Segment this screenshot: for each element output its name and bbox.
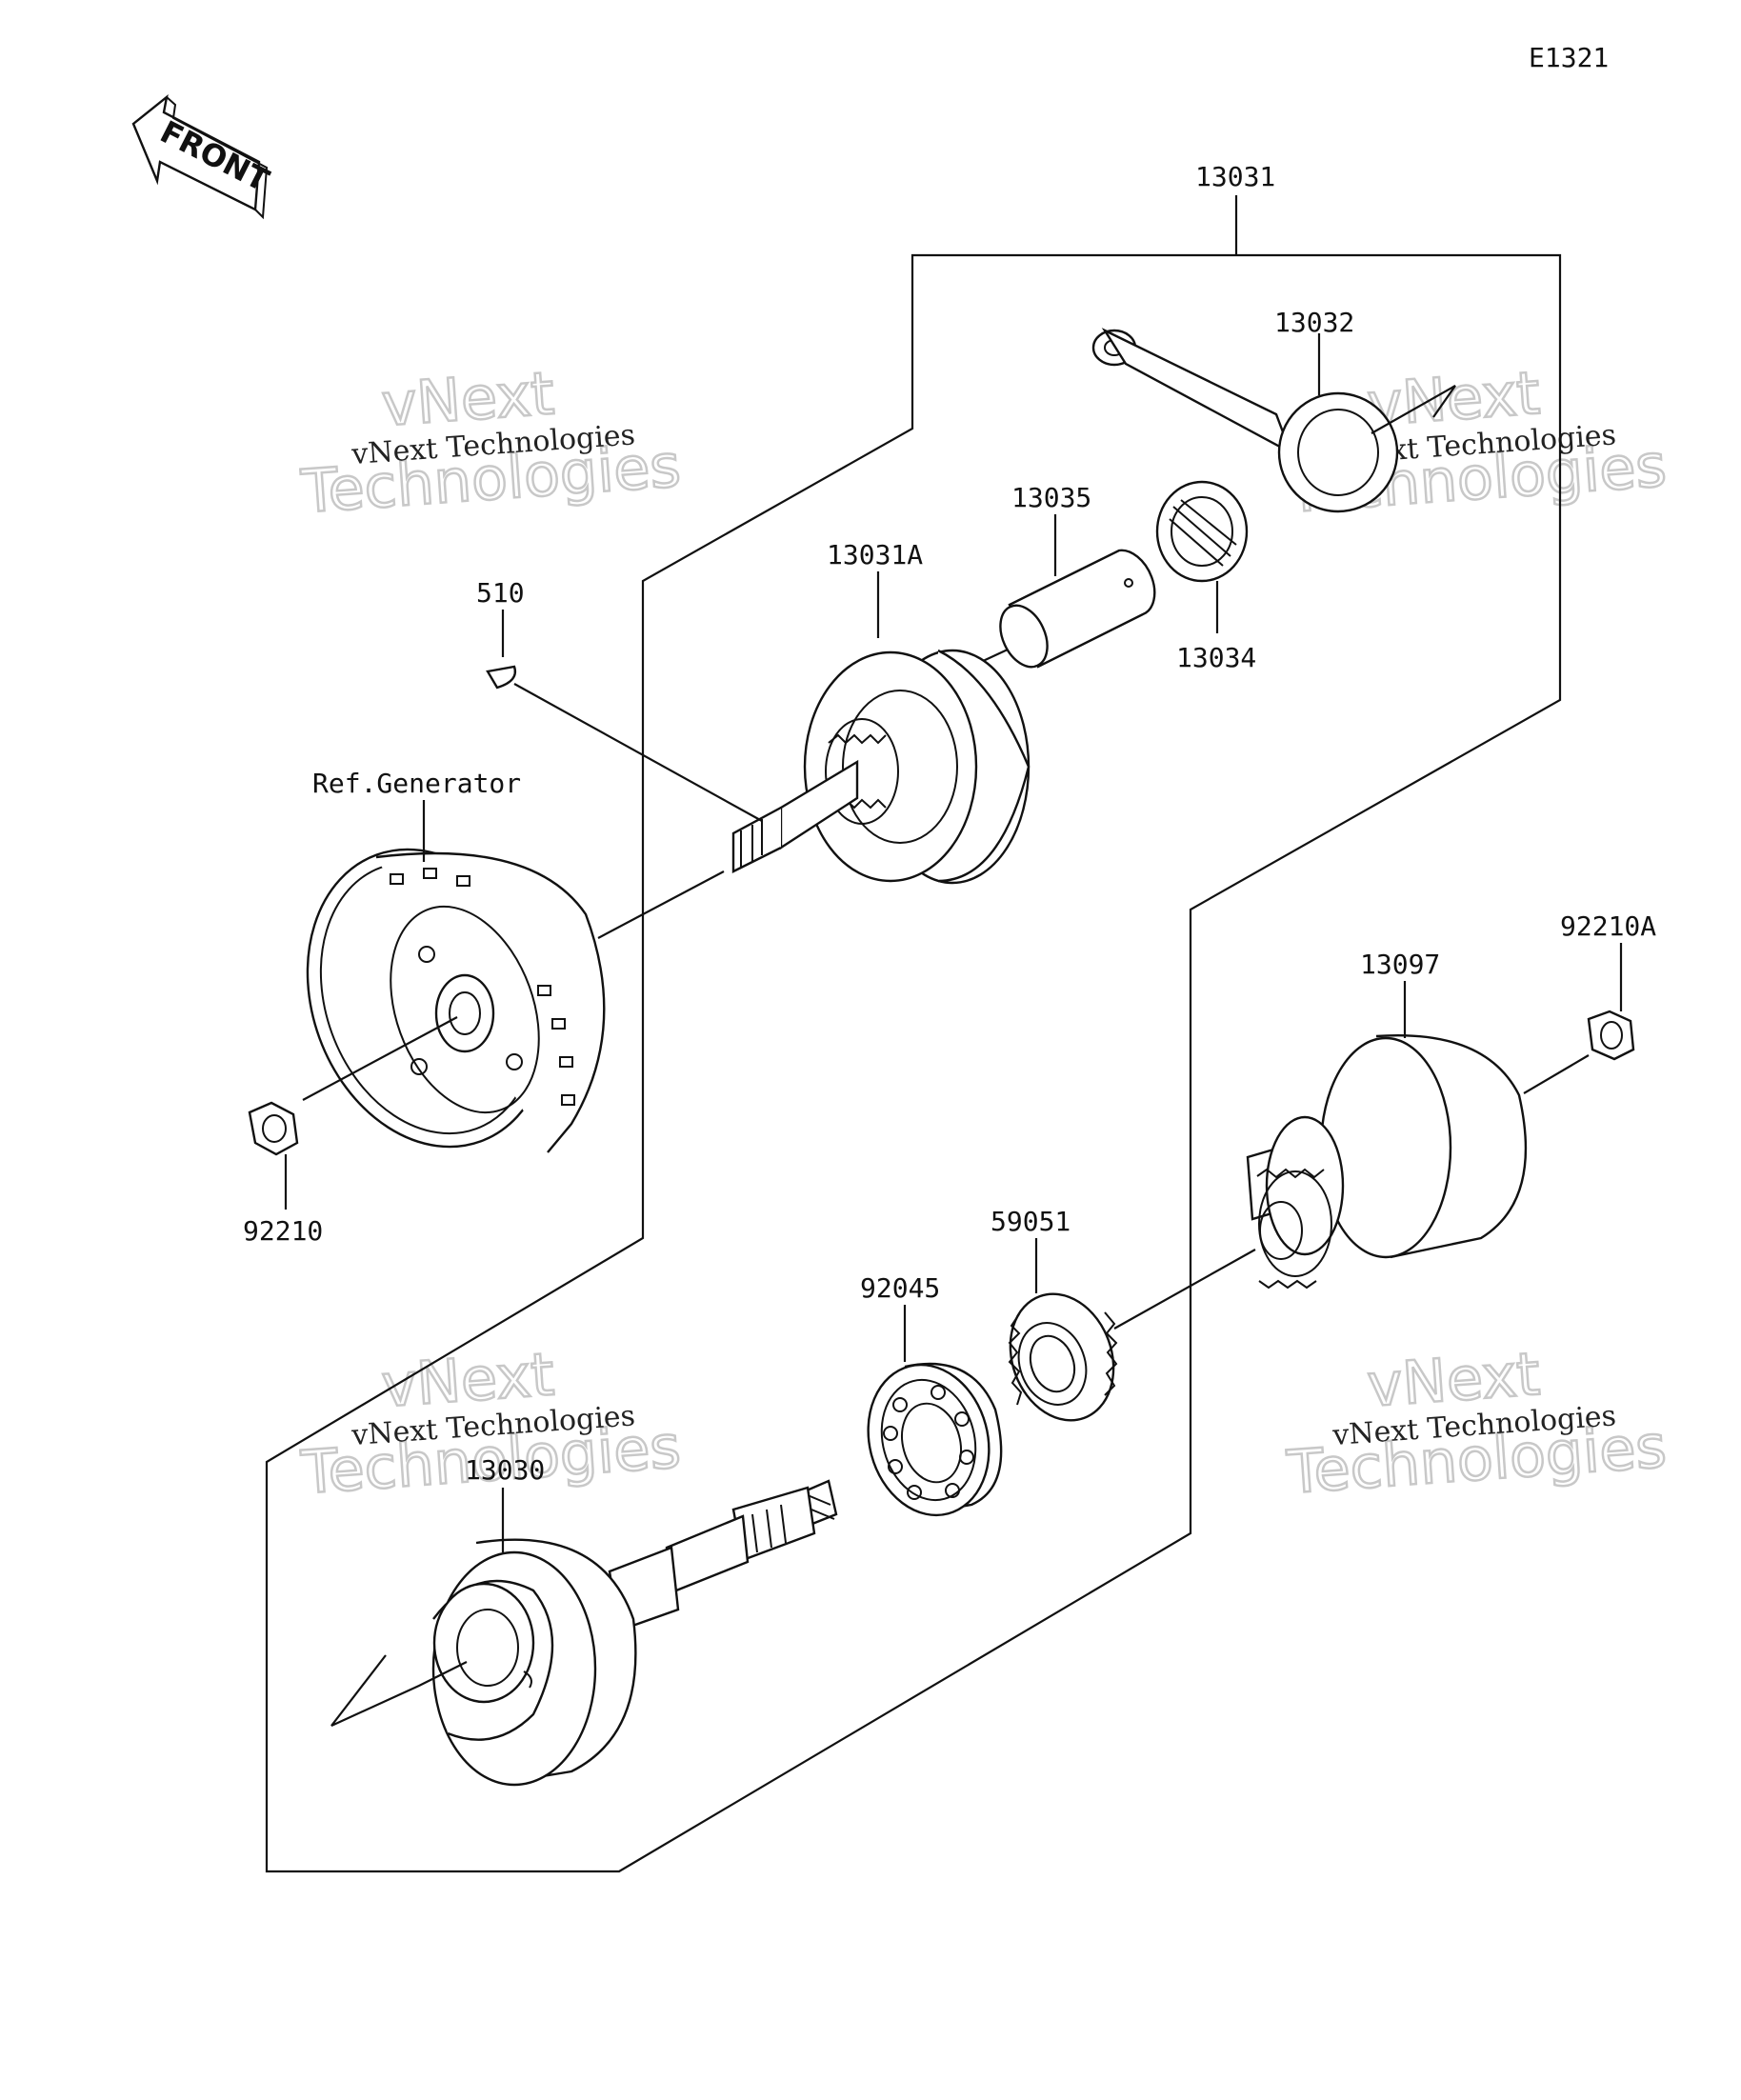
diagram-code: E1321	[1529, 42, 1609, 73]
axis-line-generator	[597, 870, 725, 939]
callout-13031: 13031	[1195, 161, 1275, 192]
svg-text:vNext: vNext	[379, 1339, 556, 1420]
svg-text:vNext: vNext	[1365, 1339, 1542, 1420]
axis-arrow-rod	[1371, 385, 1456, 434]
axis-line-pin	[980, 649, 1009, 663]
callout-13031A: 13031A	[827, 539, 923, 570]
connecting-rod	[1091, 328, 1399, 513]
woodruff-key	[486, 665, 517, 690]
callout-13097: 13097	[1360, 949, 1440, 980]
crankshaft-half-right	[731, 649, 1031, 885]
front-direction-arrow: FRONT	[131, 94, 275, 220]
key-axis-line	[513, 683, 763, 822]
callout-13030: 13030	[465, 1454, 545, 1486]
callout-59051: 59051	[991, 1206, 1071, 1237]
callout-510: 510	[476, 577, 525, 609]
callout-92210: 92210	[243, 1215, 323, 1247]
drive-gear	[1008, 1292, 1118, 1422]
callout-ref-generator: Ref.Generator	[312, 768, 521, 799]
watermark-bottom-right: vNext Technologies vNext Technologies	[1283, 1338, 1670, 1509]
callout-92210A: 92210A	[1560, 910, 1656, 942]
callout-13035: 13035	[1011, 482, 1091, 513]
axis-arrow-crank	[330, 1654, 468, 1728]
ball-bearing	[867, 1362, 1003, 1517]
svg-text:vNext: vNext	[1365, 358, 1542, 439]
axis-line-balancer	[1113, 1249, 1256, 1330]
watermark-top-left: vNext Technologies vNext Technologies	[297, 357, 684, 528]
callout-92045: 92045	[860, 1272, 940, 1304]
callout-13032: 13032	[1274, 307, 1354, 338]
flange-nut-right	[1587, 1010, 1635, 1061]
crank-pin	[999, 549, 1156, 669]
axis-line-nut	[302, 1016, 458, 1101]
generator-flywheel	[306, 848, 606, 1153]
crankshaft-half-left	[431, 1479, 838, 1787]
svg-text:vNext: vNext	[379, 358, 556, 439]
axis-line-92210A	[1523, 1054, 1590, 1094]
flange-nut-left	[248, 1101, 299, 1156]
callout-13034: 13034	[1176, 642, 1256, 673]
balancer-weight	[1246, 1034, 1528, 1290]
assembly-bracket-outline	[265, 253, 1562, 1873]
needle-bearing	[1155, 480, 1249, 583]
